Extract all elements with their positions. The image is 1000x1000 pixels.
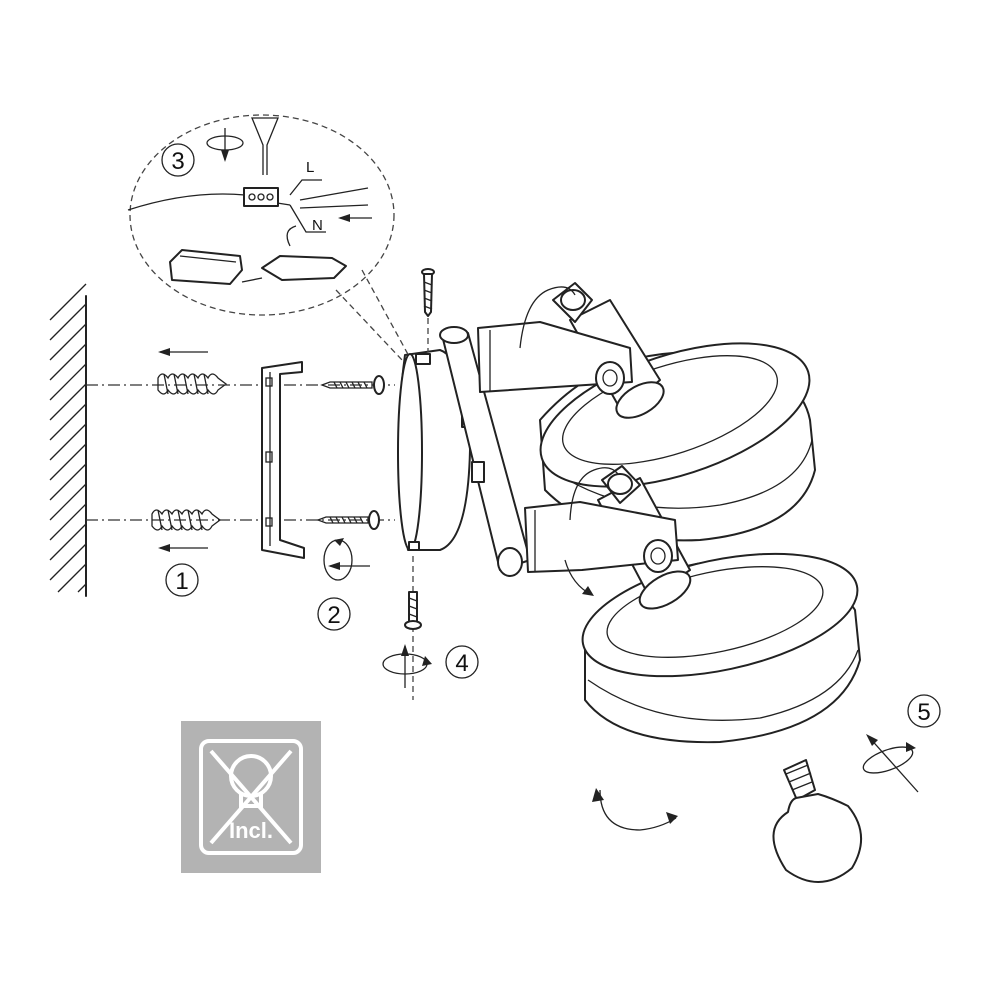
svg-text:2: 2	[327, 602, 340, 629]
bottom-set-screw	[404, 591, 422, 630]
rotate-arrow-step-3	[206, 128, 244, 162]
step-5-label: 5	[907, 694, 941, 728]
bulb-not-included-badge: Incl.	[181, 721, 321, 873]
incl-text: Incl.	[229, 818, 273, 843]
step-2-label: 2	[317, 597, 351, 631]
live-wire-label: L	[306, 159, 314, 176]
push-arrow-lower	[158, 544, 208, 552]
svg-text:4: 4	[455, 650, 468, 677]
wall	[49, 283, 87, 597]
bulb-crossed-icon	[209, 749, 293, 845]
rotate-arrow-step-5	[862, 734, 919, 793]
wall-plug-upper	[157, 373, 228, 395]
neutral-wire-label: N	[312, 217, 323, 234]
spotlight-lower	[524, 465, 861, 744]
swivel-arrow	[592, 788, 678, 831]
mounting-bracket	[261, 361, 305, 559]
step-4-label: 4	[445, 645, 479, 679]
wall-screw-lower	[316, 510, 380, 530]
svg-text:3: 3	[171, 148, 184, 175]
rotate-arrow-step-2	[323, 538, 370, 581]
wall-screw-upper	[320, 375, 385, 395]
step-3-label: 3	[161, 143, 195, 177]
top-set-screw	[421, 268, 435, 317]
rotate-arrow-step-4	[382, 644, 432, 688]
step-1-label: 1	[165, 563, 199, 597]
svg-text:1: 1	[175, 568, 188, 595]
light-bulb	[772, 759, 863, 883]
wiring-detail-bubble	[127, 114, 411, 361]
wall-plug-lower	[151, 509, 222, 531]
svg-text:5: 5	[917, 699, 930, 726]
push-arrow-upper	[158, 348, 208, 356]
